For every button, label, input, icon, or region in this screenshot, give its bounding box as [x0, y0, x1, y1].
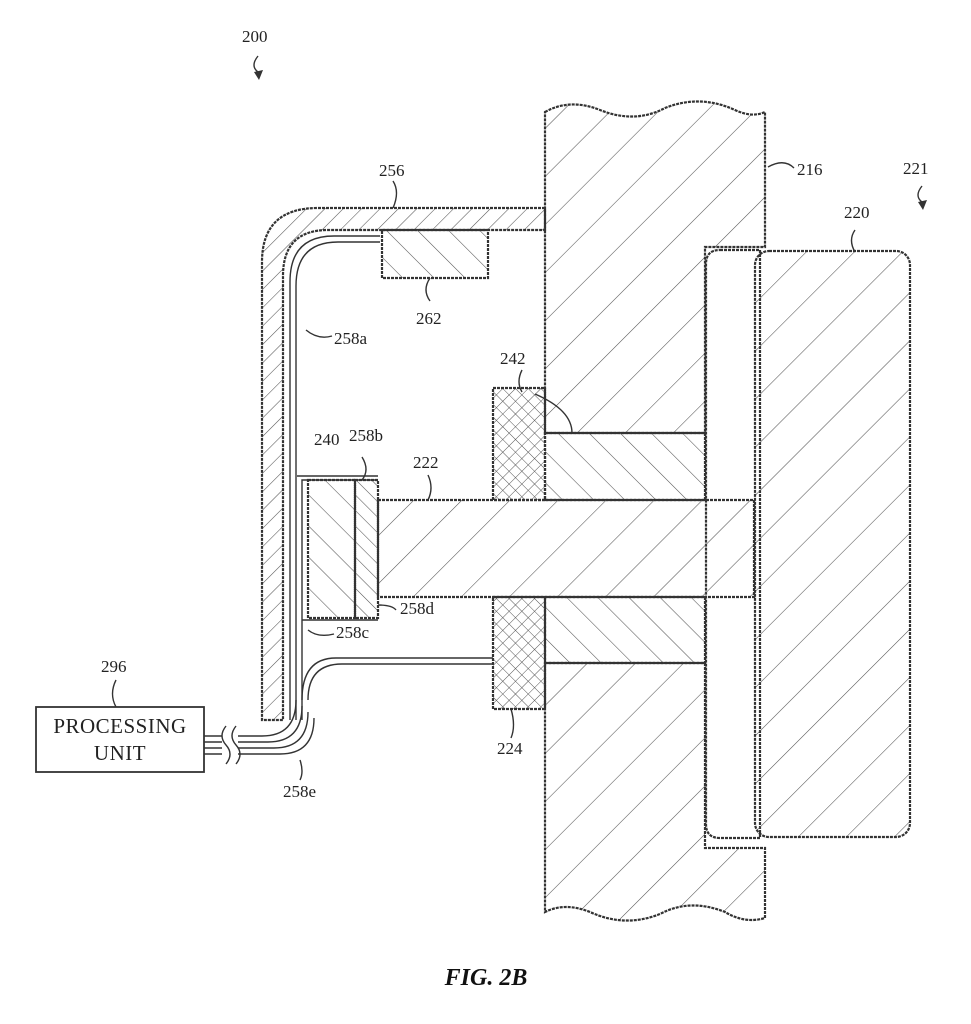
gasket-242: [491, 386, 547, 502]
label-240: 240: [314, 430, 340, 449]
label-216: 216: [797, 160, 823, 179]
label-224: 224: [497, 739, 523, 758]
figure-caption: FIG. 2B: [444, 965, 528, 991]
label-296: 296: [101, 657, 127, 676]
leader-lines: [111, 162, 856, 781]
label-258e: 258e: [283, 782, 316, 801]
label-258c: 258c: [336, 623, 370, 642]
cable-break-symbol: [221, 725, 241, 765]
label-200: 200: [242, 27, 268, 46]
sensor-240: [306, 478, 357, 620]
label-258b: 258b: [349, 426, 383, 445]
layer-258b: [353, 478, 380, 620]
label-220: 220: [844, 203, 870, 222]
bracket-262: [380, 228, 490, 280]
processing-unit-296: PROCESSING UNIT: [35, 706, 205, 773]
label-262: 262: [416, 309, 442, 328]
processing-unit-line1: PROCESSING: [53, 714, 186, 738]
label-242: 242: [500, 349, 526, 368]
assembly-arrow-200: [253, 55, 263, 80]
label-256: 256: [379, 161, 405, 180]
label-258a: 258a: [334, 329, 368, 348]
view-arrow-221: [917, 185, 927, 210]
gasket-224: [491, 595, 547, 711]
processing-unit-line2: UNIT: [94, 741, 146, 765]
housing-wall-216: [543, 100, 767, 922]
label-222: 222: [413, 453, 439, 472]
label-258d: 258d: [400, 599, 435, 618]
label-221: 221: [903, 159, 929, 178]
cover-256: [260, 206, 547, 722]
shaft-222: [376, 498, 756, 599]
reference-labels: 200 256 216 221 220 262 258a 242 240 258…: [101, 27, 929, 801]
